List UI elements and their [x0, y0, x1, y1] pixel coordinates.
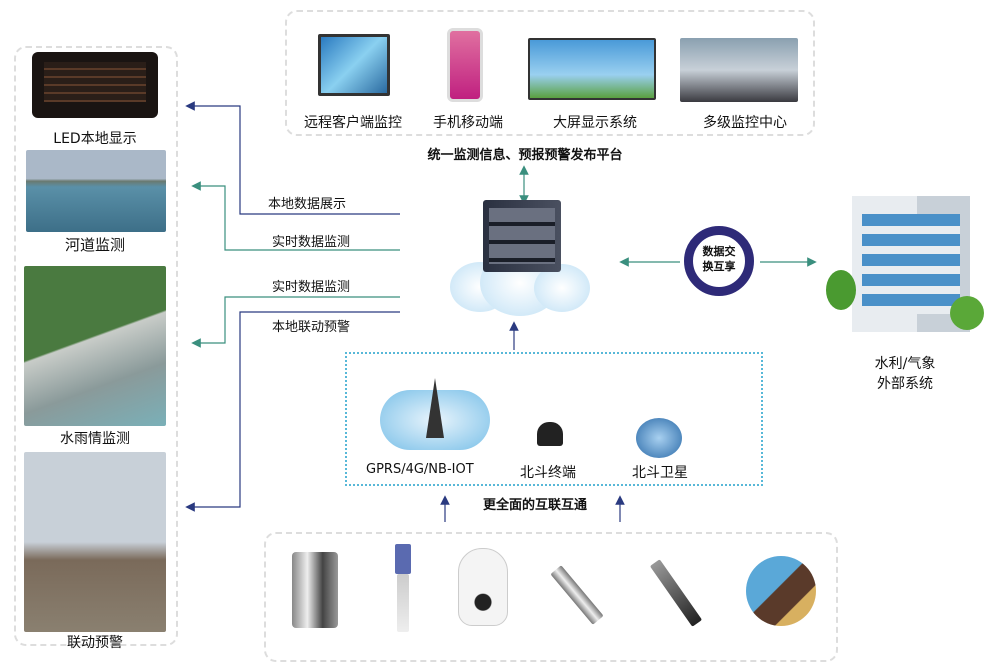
- led-label: LED本地显示: [53, 131, 137, 147]
- platform-panel: [285, 10, 815, 136]
- platform-item-label: 大屏显示系统: [553, 115, 637, 131]
- left-panel: [14, 46, 178, 646]
- rain-gauge-icon: [292, 552, 338, 628]
- rain-label: 水雨情监测: [60, 431, 130, 447]
- arrow-label: 实时数据监测: [272, 235, 351, 250]
- exchange-label: 数据交换互享: [702, 245, 736, 273]
- river-image: [26, 150, 166, 232]
- dome-camera-icon: [458, 548, 508, 626]
- comms-label: GPRS/4G/NB-IOT: [366, 462, 474, 477]
- comms-panel: [345, 352, 763, 486]
- desktop-monitor-icon: [318, 34, 390, 96]
- video-wall-icon: [528, 38, 656, 100]
- warning-station-image: [24, 452, 166, 632]
- dam-seepage-icon: [746, 556, 816, 626]
- arrow-realtime-1: [191, 181, 400, 251]
- beidou-terminal-icon: [537, 422, 563, 446]
- warning-label: 联动预警: [67, 635, 123, 651]
- arrow-local-display: [185, 101, 400, 215]
- arrow-local-warning: [185, 311, 400, 512]
- radar-level-sensor-icon: [395, 544, 411, 574]
- tree-icon: [950, 296, 984, 330]
- comms-label: 北斗卫星: [632, 465, 688, 481]
- arrow-label: 本地联动预警: [272, 320, 351, 335]
- platform-title: 统一监测信息、预报预警发布平台: [427, 148, 623, 163]
- comms-label: 北斗终端: [520, 465, 576, 481]
- platform-item-label: 远程客户端监控: [304, 115, 402, 131]
- comms-title: 更全面的互联互通: [482, 498, 587, 513]
- external-system-label: 水利/气象外部系统: [874, 356, 936, 392]
- platform-item-label: 多级监控中心: [703, 115, 787, 131]
- arrow-label: 实时数据监测: [272, 280, 351, 295]
- satellite-icon: [636, 418, 682, 458]
- arrow-label: 本地数据展示: [268, 197, 347, 212]
- led-display-image: [32, 52, 158, 118]
- smartphone-icon: [447, 28, 483, 102]
- cell-tower-icon: [380, 378, 490, 450]
- radar-cone: [397, 574, 409, 632]
- rain-station-image: [24, 266, 166, 426]
- tree-icon: [826, 270, 856, 310]
- server-icon: [483, 200, 561, 272]
- arrow-realtime-2: [191, 296, 400, 348]
- platform-item-label: 手机移动端: [433, 115, 503, 131]
- control-room-icon: [680, 38, 798, 102]
- river-label: 河道监测: [64, 236, 125, 254]
- exchange-cycle-icon: [684, 226, 754, 296]
